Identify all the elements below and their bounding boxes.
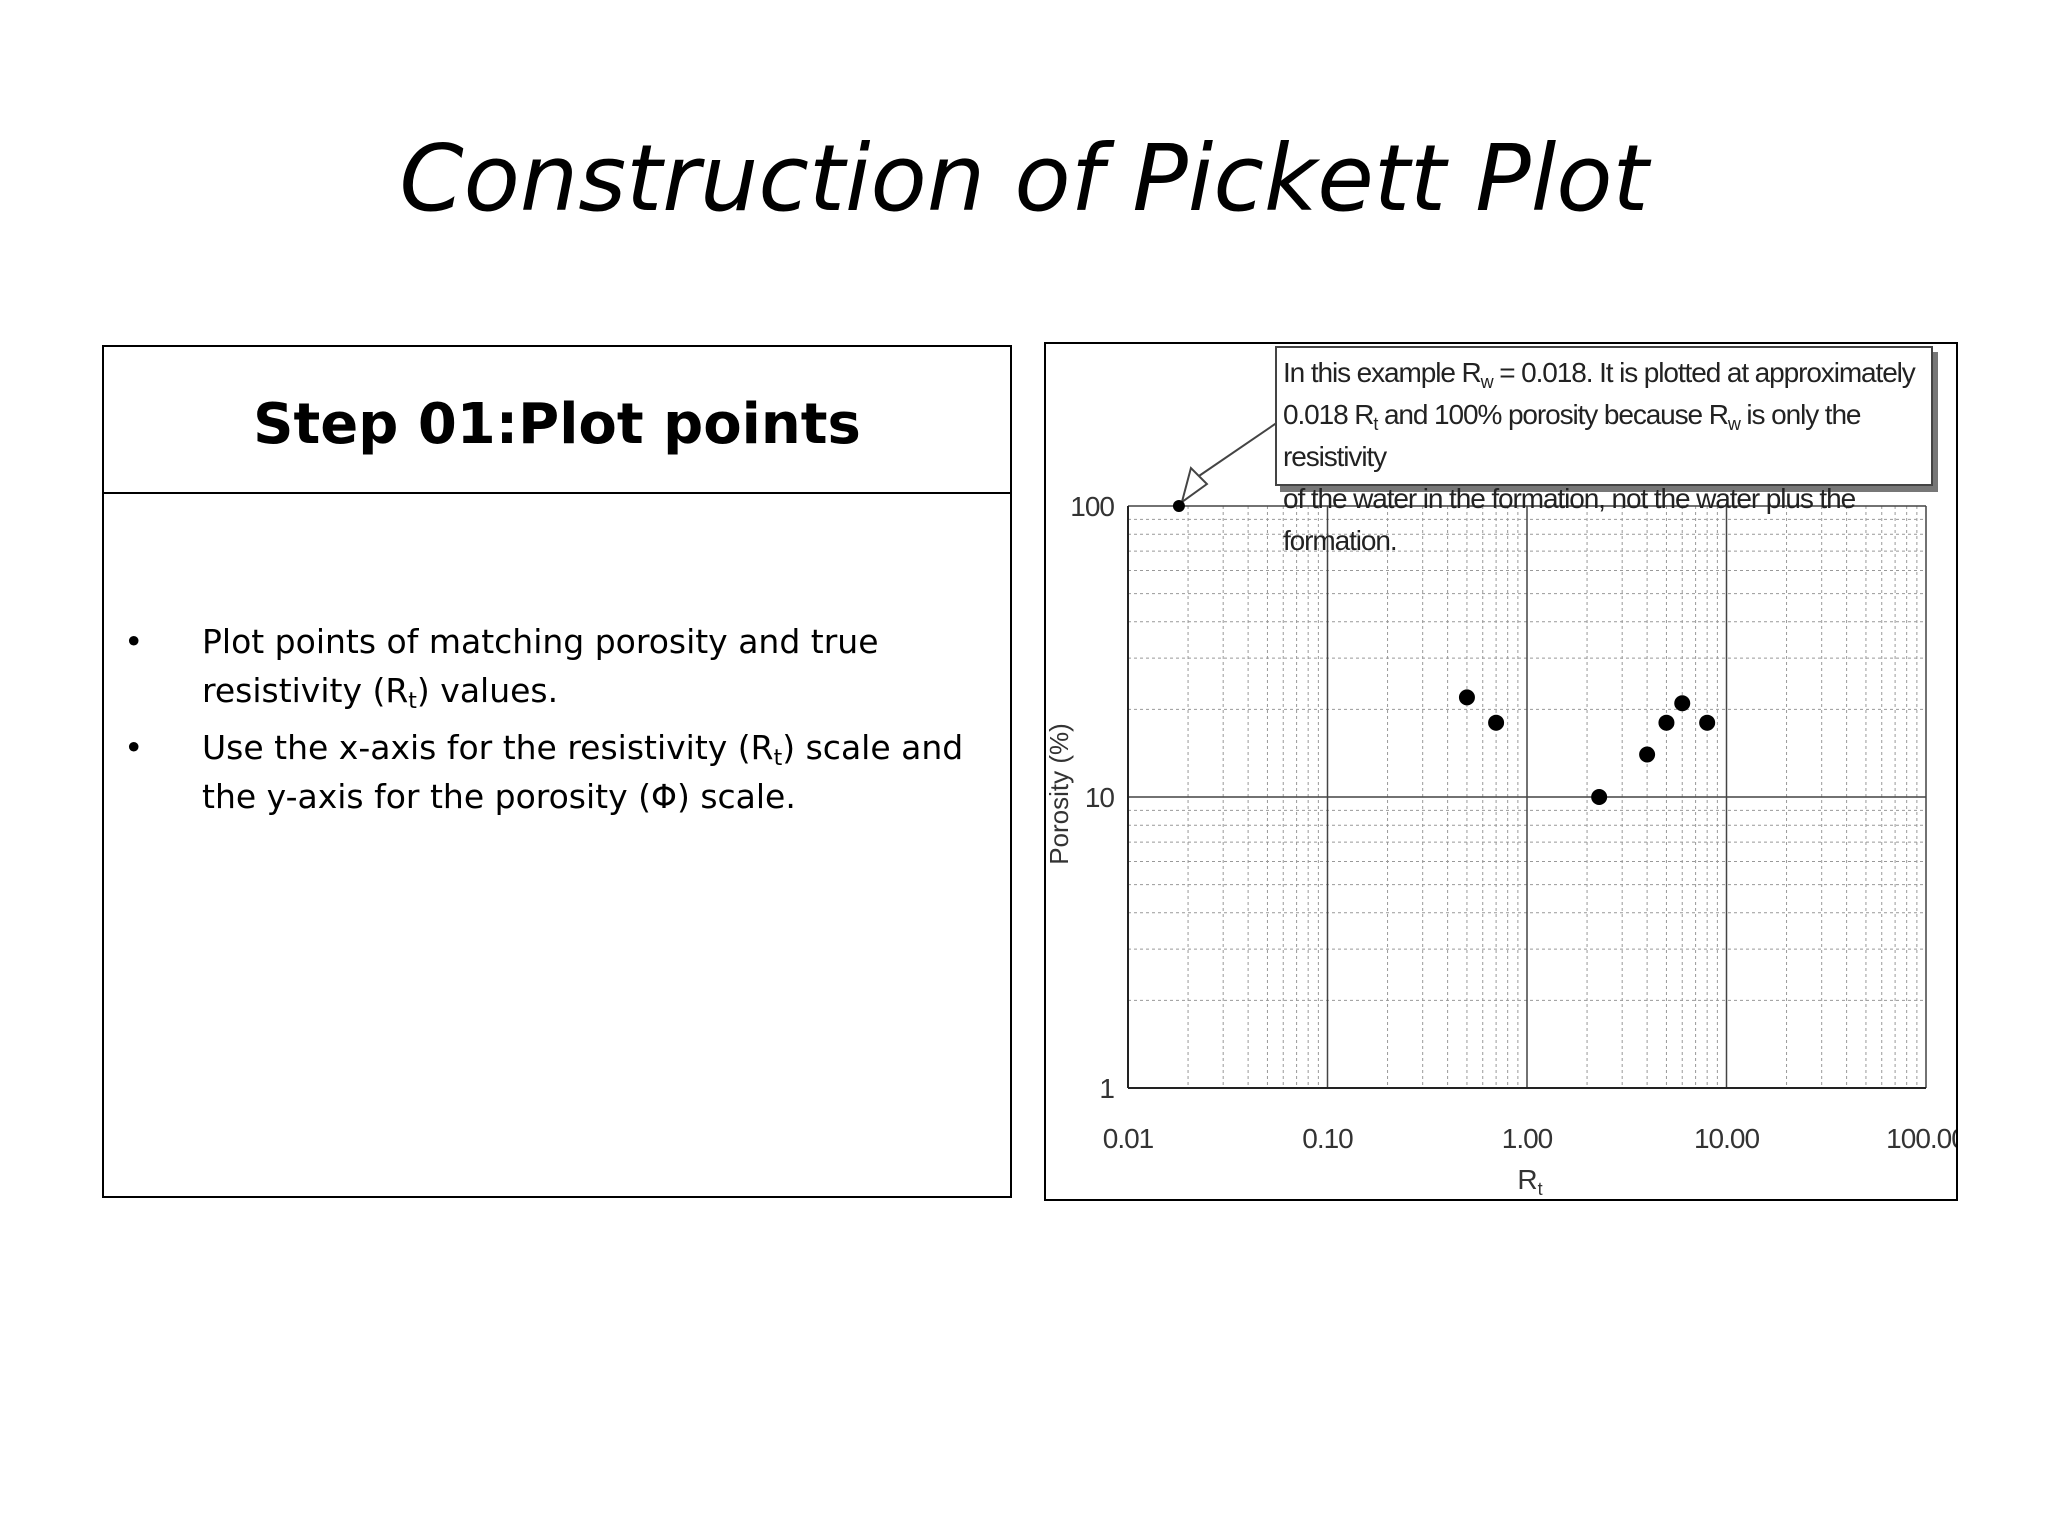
y-tick-label: 100 <box>1070 491 1114 522</box>
arrow-shaft <box>1198 421 1279 477</box>
bullet-subscript: t <box>773 746 783 771</box>
tick-labels: 0.01 0.10 1.00 10.00 100.00 1 10 100 <box>1070 491 1958 1154</box>
annotation-callout: In this example Rw = 0.018. It is plotte… <box>1275 346 1933 556</box>
bullet-text: Plot points of matching porosity and tru… <box>202 622 879 710</box>
y-axis-label: Porosity (%) <box>1046 723 1074 865</box>
panel-header: Step 01:Plot points <box>104 347 1010 494</box>
step-heading: Step 01:Plot points <box>253 392 861 457</box>
bullet-text: ) scale and the y-axis for the porosity … <box>202 728 964 816</box>
bullet-list: • Plot points of matching porosity and tr… <box>104 617 1010 829</box>
bullet-marker: • <box>124 622 144 661</box>
x-tick-label: 100.00 <box>1886 1123 1958 1154</box>
bullet-marker: • <box>124 728 144 767</box>
callout-arrow <box>1180 421 1279 505</box>
data-point <box>1674 695 1691 712</box>
chart-panel: 0.01 0.10 1.00 10.00 100.00 1 10 100 Porosity (… <box>1044 342 1958 1201</box>
bullet-subscript: t <box>408 689 417 714</box>
callout-text: is only the resistivity <box>1283 399 1862 472</box>
x-axis-label-sub: t <box>1538 1179 1543 1199</box>
x-tick-label: 1.00 <box>1502 1123 1553 1154</box>
callout-text: and 100% porosity because R <box>1377 399 1729 430</box>
text-panel: Step 01:Plot points • Plot points of matc… <box>102 345 1012 1198</box>
data-point <box>1639 746 1656 763</box>
axes <box>1127 506 1926 1089</box>
data-point <box>1458 689 1475 706</box>
x-axis-label-main: R <box>1517 1164 1537 1195</box>
callout-line-2: 0.018 Rt and 100% porosity because Rw is… <box>1283 394 1925 478</box>
callout-subscript: w <box>1480 372 1494 392</box>
x-axis-label: Rt <box>1517 1164 1542 1199</box>
slide-title: Construction of Pickett Plot <box>399 125 1649 232</box>
data-point <box>1591 789 1608 805</box>
data-point <box>1172 500 1185 512</box>
data-points <box>1172 500 1716 805</box>
bullet-text: ) values. <box>416 671 559 710</box>
callout-subscript: w <box>1727 414 1741 434</box>
bullet-text: Use the x-axis for the resistivity (R <box>202 728 774 767</box>
callout-subscript: t <box>1373 414 1378 434</box>
x-tick-label: 0.01 <box>1103 1123 1154 1154</box>
pickett-plot: 0.01 0.10 1.00 10.00 100.00 1 10 100 Porosity (… <box>1046 421 1958 1199</box>
data-point <box>1699 714 1716 731</box>
y-tick-label: 10 <box>1085 782 1115 813</box>
data-point <box>1658 714 1675 731</box>
x-tick-label: 0.10 <box>1302 1123 1353 1154</box>
callout-line-3: of the water in the formation, not the w… <box>1283 483 1856 556</box>
data-point <box>1488 714 1505 731</box>
callout-line-1: In this example Rw = 0.018. It is plotte… <box>1283 352 1925 394</box>
callout-text: = 0.018. It is plotted at approximately <box>1492 357 1916 388</box>
bullet-item: • Plot points of matching porosity and tr… <box>104 617 1010 715</box>
x-tick-label: 10.00 <box>1694 1123 1759 1154</box>
y-tick-label: 1 <box>1099 1073 1114 1104</box>
callout-text: In this example R <box>1283 357 1482 388</box>
callout-text: 0.018 R <box>1283 399 1374 430</box>
bullet-item: • Use the x-axis for the resistivity (Rt)… <box>104 723 1010 821</box>
